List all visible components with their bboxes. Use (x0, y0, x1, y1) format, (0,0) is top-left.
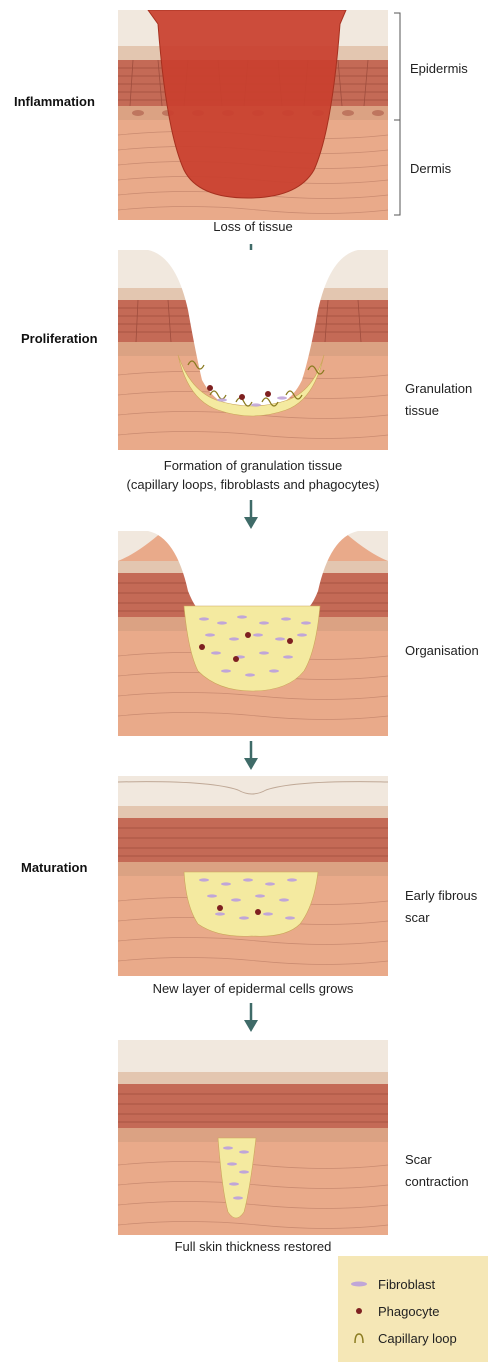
legend-phagocyte-label: Phagocyte (378, 1304, 439, 1319)
caption-formation-2: (capillary loops, fibroblasts and phagoc… (118, 475, 388, 495)
down-arrow-icon (243, 741, 259, 771)
caption-loss-of-tissue: Loss of tissue (118, 217, 388, 237)
stage-label-proliferation: Proliferation (21, 331, 98, 346)
legend-fibroblast-label: Fibroblast (378, 1277, 435, 1292)
organisation-label: Organisation (405, 640, 479, 662)
organisation-panel (118, 531, 388, 736)
down-arrow-icon (243, 500, 259, 530)
granulation-label-1: Granulation (405, 378, 472, 400)
legend-row-capillary: Capillary loop (350, 1328, 457, 1348)
granulation-label-2: tissue (405, 400, 439, 422)
legend-row-fibroblast: Fibroblast (350, 1274, 435, 1294)
layer-brackets (392, 10, 406, 220)
stage-label-maturation: Maturation (21, 860, 87, 875)
dermis-label: Dermis (410, 158, 451, 180)
legend-row-phagocyte: Phagocyte (350, 1301, 439, 1321)
early-scar-panel (118, 776, 388, 976)
scar-label-1: Scar (405, 1149, 432, 1171)
caption-formation-1: Formation of granulation tissue (118, 456, 388, 476)
scar-contraction-panel (118, 1040, 388, 1235)
phagocyte-icon (350, 1306, 368, 1316)
legend: Fibroblast Phagocyte Capillary loop (338, 1256, 488, 1362)
caption-full-thickness: Full skin thickness restored (118, 1237, 388, 1257)
early-scar-label-1: Early fibrous (405, 885, 477, 907)
inflammation-panel (118, 10, 388, 220)
early-scar-label-2: scar (405, 907, 430, 929)
fibroblast-icon (350, 1279, 368, 1289)
capillary-loop-icon (350, 1332, 368, 1344)
stage-label-inflammation: Inflammation (14, 94, 95, 109)
down-arrow-icon (243, 1003, 259, 1033)
caption-new-layer: New layer of epidermal cells grows (118, 979, 388, 999)
legend-capillary-label: Capillary loop (378, 1331, 457, 1346)
proliferation-panel (118, 250, 388, 450)
scar-label-2: contraction (405, 1171, 469, 1193)
epidermis-label: Epidermis (410, 58, 468, 80)
